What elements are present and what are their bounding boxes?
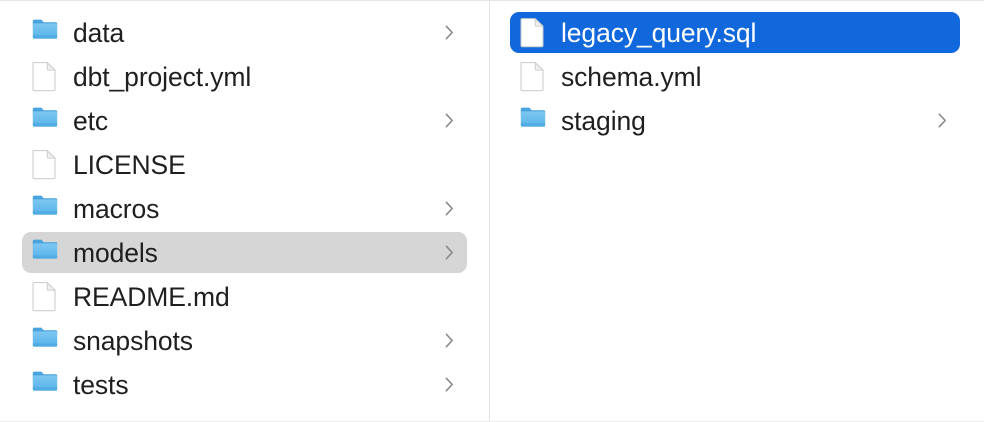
finder-column-child[interactable]: legacy_query.sql schema.yml staging xyxy=(490,1,983,421)
file-name-label: tests xyxy=(73,369,129,400)
chevron-right-icon[interactable] xyxy=(443,375,455,395)
chevron-right-icon[interactable] xyxy=(443,331,455,351)
file-name-label: staging xyxy=(561,105,646,136)
file-row[interactable]: schema.yml xyxy=(510,56,960,97)
file-row[interactable]: macros xyxy=(22,188,467,229)
file-name-label: data xyxy=(73,17,125,48)
folder-icon xyxy=(32,370,58,400)
file-row[interactable]: tests xyxy=(22,364,467,405)
chevron-right-icon[interactable] xyxy=(443,23,455,43)
folder-icon xyxy=(32,238,58,268)
folder-icon xyxy=(32,106,58,136)
file-row[interactable]: models xyxy=(22,232,467,273)
document-icon xyxy=(32,61,58,92)
folder-icon xyxy=(32,194,58,224)
document-icon xyxy=(520,17,546,48)
document-icon xyxy=(520,61,546,92)
folder-icon xyxy=(520,106,546,136)
file-name-label: schema.yml xyxy=(561,61,702,92)
file-row[interactable]: snapshots xyxy=(22,320,467,361)
file-name-label: dbt_project.yml xyxy=(73,61,252,92)
chevron-right-icon[interactable] xyxy=(443,243,455,263)
document-icon xyxy=(32,149,58,180)
chevron-right-icon[interactable] xyxy=(443,199,455,219)
folder-icon xyxy=(32,18,58,48)
file-name-label: LICENSE xyxy=(73,149,186,180)
file-name-label: legacy_query.sql xyxy=(561,17,757,48)
chevron-right-icon[interactable] xyxy=(936,111,948,131)
file-name-label: snapshots xyxy=(73,325,193,356)
file-row[interactable]: etc xyxy=(22,100,467,141)
chevron-right-icon[interactable] xyxy=(443,111,455,131)
file-name-label: etc xyxy=(73,105,109,136)
file-row[interactable]: LICENSE xyxy=(22,144,467,185)
file-row[interactable]: dbt_project.yml xyxy=(22,56,467,97)
document-icon xyxy=(32,281,58,312)
file-row[interactable]: README.md xyxy=(22,276,467,317)
file-row[interactable]: data xyxy=(22,12,467,53)
file-row[interactable]: staging xyxy=(510,100,960,141)
file-name-label: macros xyxy=(73,193,160,224)
folder-icon xyxy=(32,326,58,356)
file-name-label: models xyxy=(73,237,158,268)
file-row[interactable]: legacy_query.sql xyxy=(510,12,960,53)
file-name-label: README.md xyxy=(73,281,230,312)
